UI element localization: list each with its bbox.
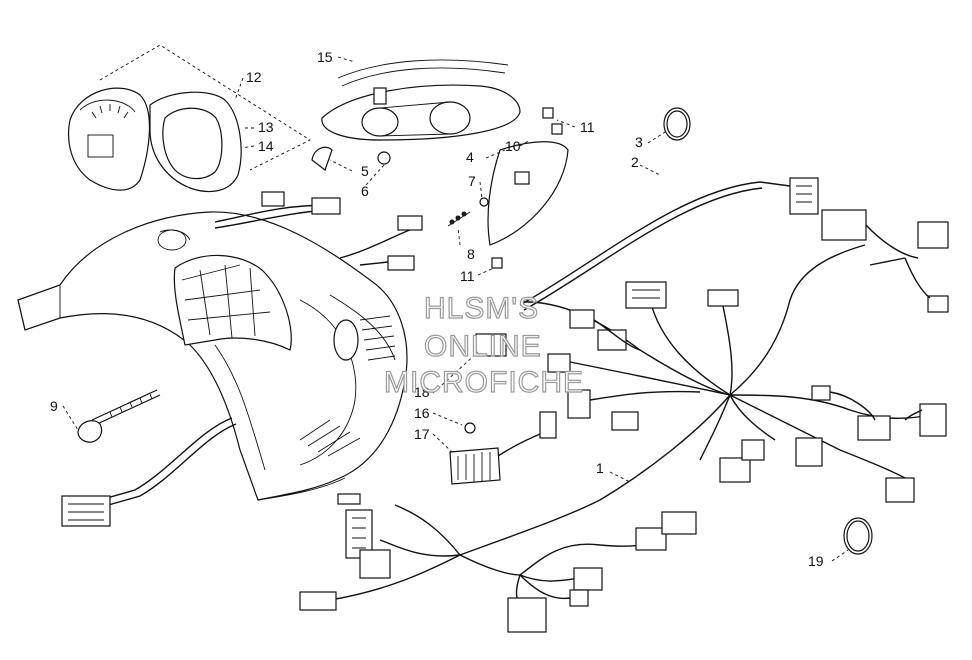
callout-2: 2 (631, 154, 639, 170)
callout-13: 13 (258, 119, 274, 135)
watermark-line-2: ONLINE (424, 330, 542, 363)
main-harness-upper (519, 107, 949, 313)
lamp-assembly (311, 59, 569, 269)
callout-18: 18 (414, 384, 430, 400)
watermark-line-3: MICROFICHE (384, 366, 584, 399)
main-harness-lower (459, 244, 947, 556)
callouts: 1 2 3 4 5 6 7 8 9 10 11 11 12 13 14 15 1… (50, 49, 824, 569)
callout-19: 19 (808, 553, 824, 569)
cluster-harness (214, 191, 423, 271)
watermark: HLSM'S ONLINE MICROFICHE (383, 291, 584, 399)
callout-10: 10 (505, 138, 521, 154)
leader-lines (62, 56, 849, 562)
callout-3: 3 (635, 134, 643, 150)
hood-pigtail (61, 417, 237, 527)
watermark-line-1: HLSM'S (424, 292, 539, 325)
callout-4: 4 (466, 149, 474, 165)
callout-8: 8 (467, 246, 475, 262)
screw (77, 389, 161, 443)
lower-left-harness (299, 493, 697, 633)
callout-9: 9 (50, 398, 58, 414)
callout-1: 1 (596, 460, 604, 476)
callout-11-top: 11 (580, 119, 595, 135)
callout-12: 12 (246, 69, 262, 85)
callout-16: 16 (414, 405, 430, 421)
ring-clip (843, 517, 873, 555)
callout-14: 14 (258, 138, 274, 154)
hood-fairing (17, 211, 408, 501)
module (449, 333, 557, 485)
callout-17: 17 (414, 426, 430, 442)
callout-11-mid: 11 (460, 268, 475, 284)
callout-6: 6 (361, 183, 369, 199)
callout-7: 7 (468, 173, 476, 189)
callout-5: 5 (361, 163, 369, 179)
callout-15: 15 (317, 49, 333, 65)
instrument-cluster (68, 44, 311, 193)
